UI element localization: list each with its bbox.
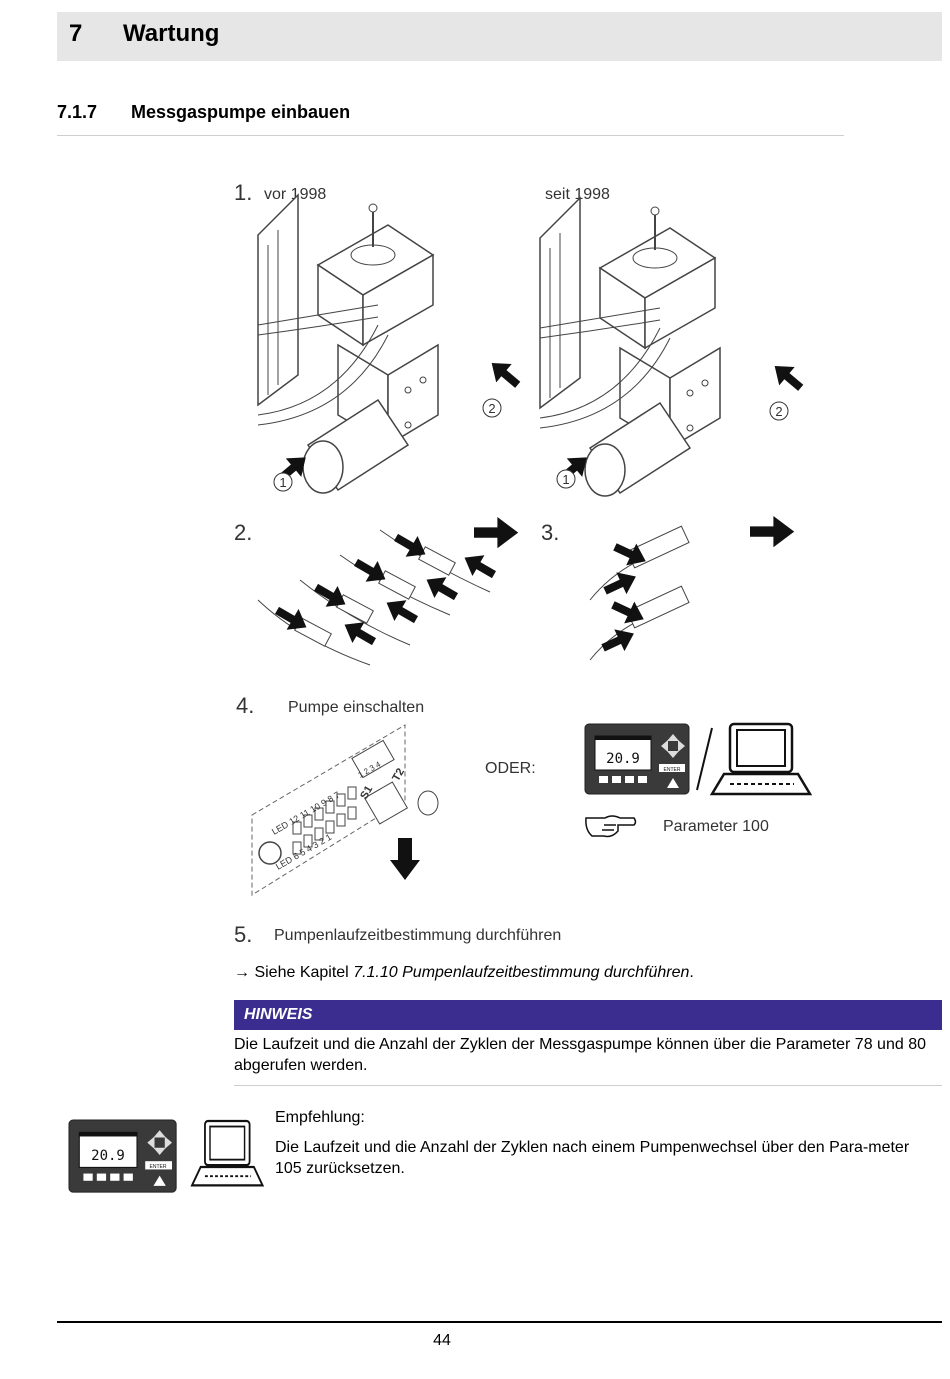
callout-1: 1: [273, 472, 293, 492]
section-number: 7.1.7: [57, 102, 98, 122]
parameter-100-label: Parameter 100: [663, 818, 769, 835]
reference-link[interactable]: 7.1.10 Pumpenlaufzeitbestimmung durchfüh…: [353, 964, 690, 981]
or-label: ODER:: [485, 760, 536, 777]
arrow-icon: [483, 353, 526, 394]
section-divider: [57, 135, 844, 136]
next-step-arrow-icon: [750, 516, 795, 548]
step-3-number: 3.: [541, 520, 559, 545]
device-panel-illustration: 20.9 ENTER: [584, 723, 690, 795]
note-header: HINWEIS: [234, 1000, 942, 1030]
note-label: HINWEIS: [244, 1006, 313, 1023]
note-text: Die Laufzeit und die Anzahl der Zyklen d…: [234, 1036, 926, 1074]
section-title: Messgaspumpe einbauen: [131, 102, 351, 122]
step-4-label: Pumpe einschalten: [288, 699, 424, 716]
pump-since-1998-drawing: [539, 197, 721, 497]
step-5-label: Pumpenlaufzeitbestimmung durchführen: [274, 927, 561, 944]
pointing-hand-icon: [585, 815, 637, 838]
recommendation-title: Empfehlung:: [275, 1109, 365, 1126]
callout-2: 2: [482, 398, 502, 418]
pump-before-1998-drawing: [257, 194, 439, 494]
reference-suffix: .: [689, 964, 694, 981]
laptop-icon: [710, 722, 812, 796]
callout-2: 2: [769, 401, 789, 421]
step-1-number: 1.: [234, 180, 252, 205]
svg-text:2: 2: [775, 404, 782, 419]
display-value: 20.9: [91, 1148, 125, 1164]
arrow-icon: [458, 547, 500, 585]
control-board-drawing: LED 12 11 10 9 8 7 LED 6 5 4 3 2 1 1 2 3…: [251, 724, 439, 896]
chapter-reference: → Siehe Kapitel 7.1.10 Pumpenlaufzeitbes…: [234, 964, 694, 982]
reference-arrow-icon: →: [234, 964, 250, 981]
chapter-title: Wartung: [123, 20, 220, 47]
chapter-number: 7: [69, 20, 83, 47]
callout-1: 1: [556, 469, 576, 489]
switch-s1-label: S1: [358, 784, 375, 802]
reference-prefix: Siehe Kapitel: [250, 964, 354, 981]
svg-text:1: 1: [562, 472, 569, 487]
svg-text:1: 1: [279, 475, 286, 490]
step-1-label-since-1998: seit 1998: [545, 186, 610, 203]
step-4-number: 4.: [236, 693, 254, 718]
device-panel-illustration: 20.9 ENTER: [68, 1119, 177, 1193]
enter-key-label: ENTER: [150, 1164, 167, 1170]
arrow-icon: [598, 622, 639, 659]
pump-installation-figure: 1. vor 1998 seit 1998 1 2 1 2 2.: [234, 180, 812, 947]
display-value: 20.9: [606, 751, 640, 767]
connector-t2-label: T2: [390, 766, 407, 783]
step-1-label-before-1998: vor 1998: [264, 186, 326, 203]
step-5-number: 5.: [234, 922, 252, 947]
svg-text:2: 2: [488, 401, 495, 416]
step-2-number: 2.: [234, 520, 252, 545]
enter-key-label: ENTER: [664, 767, 681, 773]
note-divider: [234, 1085, 942, 1086]
recommendation-illustration: 20.9 ENTER: [68, 1119, 264, 1193]
next-step-arrow-icon: [474, 517, 519, 549]
arrow-icon: [766, 356, 809, 397]
recommendation-text: Die Laufzeit und die Anzahl der Zyklen n…: [275, 1139, 910, 1177]
laptop-icon: [190, 1119, 264, 1187]
arrow-icon: [380, 592, 422, 630]
chapter-header: 7 Wartung: [57, 12, 942, 61]
fittings-drawing: [589, 525, 690, 661]
footer-divider: [57, 1321, 942, 1323]
page-number: 44: [433, 1332, 451, 1349]
slash-divider: [696, 727, 713, 791]
arrow-icon: [420, 569, 462, 607]
